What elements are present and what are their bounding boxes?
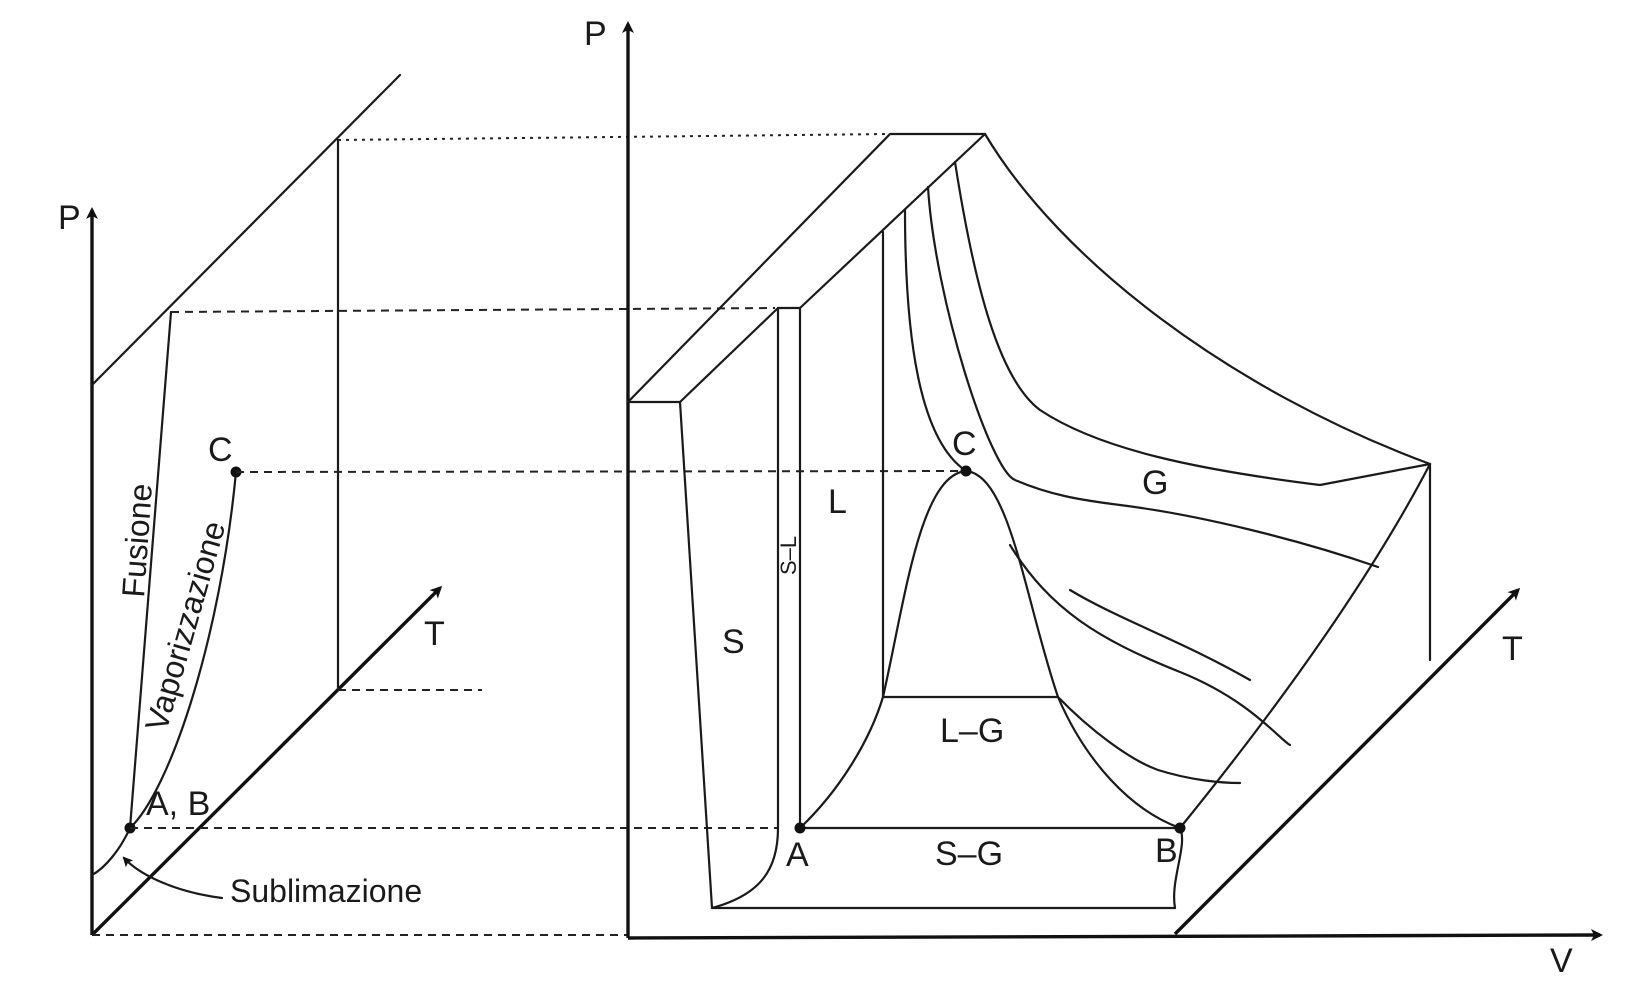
region-solid-liquid-label: S–L <box>776 536 801 575</box>
vapor-saturation-dome <box>964 469 1060 699</box>
liquid-saturation-dome <box>881 469 968 699</box>
left-point-c-label: C <box>208 431 233 469</box>
solid-bottom-edge <box>678 400 1177 910</box>
right-point-b <box>1174 822 1186 834</box>
gas-right-edge <box>1178 462 1432 830</box>
right-point-c-label: C <box>952 425 977 463</box>
vapor-saturation-lower <box>1056 695 1182 830</box>
gas-sublimation-front <box>1173 826 1184 910</box>
right-t-axis <box>1173 587 1521 936</box>
isotherm-1 <box>903 208 968 473</box>
right-point-c <box>960 465 972 477</box>
pvt-surface: P T V A B C S S–L L G L–G S–G <box>584 15 1603 980</box>
right-point-a-label: A <box>786 836 809 874</box>
fusion-curve <box>128 310 173 830</box>
region-liquid-label: L <box>828 483 847 521</box>
solid-top-front <box>626 306 802 404</box>
sublimation-front <box>710 826 780 910</box>
region-solid-label: S <box>722 623 745 661</box>
region-liquid-gas-label: L–G <box>940 712 1004 750</box>
left-top-edge <box>90 73 402 387</box>
guide-fusion <box>170 307 776 313</box>
right-point-a <box>794 822 806 834</box>
guide-critical <box>235 470 967 473</box>
left-point-ab-label: A, B <box>146 785 210 823</box>
gas-top-curve <box>983 132 1432 466</box>
region-gas-label: G <box>1142 464 1168 502</box>
liquid-saturation-lower <box>798 695 885 830</box>
surface-top-back <box>626 132 987 404</box>
right-p-axis-label: P <box>584 15 607 53</box>
isotherm-mid-2 <box>1068 588 1252 682</box>
isotherm-mid <box>1008 543 1292 747</box>
isotherm-low-1 <box>1056 695 1242 785</box>
sublimation-arrow-icon <box>122 856 224 900</box>
isotherm-2 <box>953 160 1432 487</box>
right-t-axis-label: T <box>1502 630 1523 668</box>
isotherm-critical <box>926 185 1380 569</box>
left-p-axis-label: P <box>58 199 81 237</box>
left-t-axis-label: T <box>424 615 445 653</box>
region-solid-gas-label: S–G <box>935 835 1003 873</box>
sublimation-curve <box>90 826 132 877</box>
right-v-axis-label: V <box>1550 942 1573 980</box>
fusion-label: Fusione <box>115 482 159 598</box>
sublimation-label: Sublimazione <box>230 873 422 909</box>
projection-guides <box>92 133 967 936</box>
right-point-b-label: B <box>1155 832 1178 870</box>
fusion-top-edge <box>798 132 987 310</box>
right-v-axis <box>627 929 1603 942</box>
guide-top <box>337 133 891 141</box>
pt-projection: P T C A, B Sublimazione Fusione Vaporizz… <box>58 73 445 937</box>
vaporization-curve <box>128 470 238 830</box>
